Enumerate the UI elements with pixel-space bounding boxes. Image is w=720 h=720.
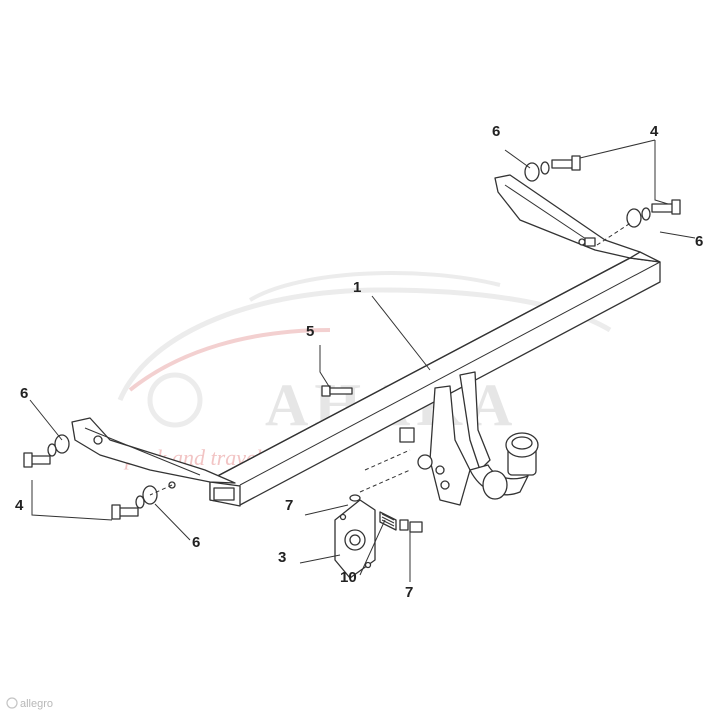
callout-labels: 1 3 4 4 5 6 6 6 6 7 7 10 (15, 123, 703, 601)
callout-4-left: 4 (15, 497, 24, 514)
callout-6-top: 6 (492, 123, 500, 140)
assembly-guides (149, 221, 633, 496)
callout-5: 5 (306, 323, 314, 340)
socket-plate (334, 499, 376, 579)
callout-6-right: 6 (695, 233, 703, 250)
callout-1: 1 (353, 279, 361, 296)
leader-lines (29, 139, 696, 582)
callout-6-bottom: 6 (192, 534, 200, 551)
tow-ball (469, 432, 539, 500)
footer-text: allegro (20, 698, 53, 710)
right-side-bracket (494, 174, 641, 259)
fasteners-left (23, 434, 158, 520)
callout-7-left: 7 (285, 497, 293, 514)
callout-4-right: 4 (650, 123, 659, 140)
callout-10: 10 (340, 569, 357, 586)
footer-watermark: allegro (6, 697, 53, 710)
main-crossbar (209, 251, 661, 507)
callout-7-right: 7 (405, 584, 413, 601)
bolt-5 (321, 385, 353, 397)
callout-3: 3 (278, 549, 286, 566)
callout-6-left: 6 (20, 385, 28, 402)
left-side-bracket (71, 417, 236, 489)
neck-bracket (399, 371, 491, 506)
washers-7 (349, 494, 409, 531)
